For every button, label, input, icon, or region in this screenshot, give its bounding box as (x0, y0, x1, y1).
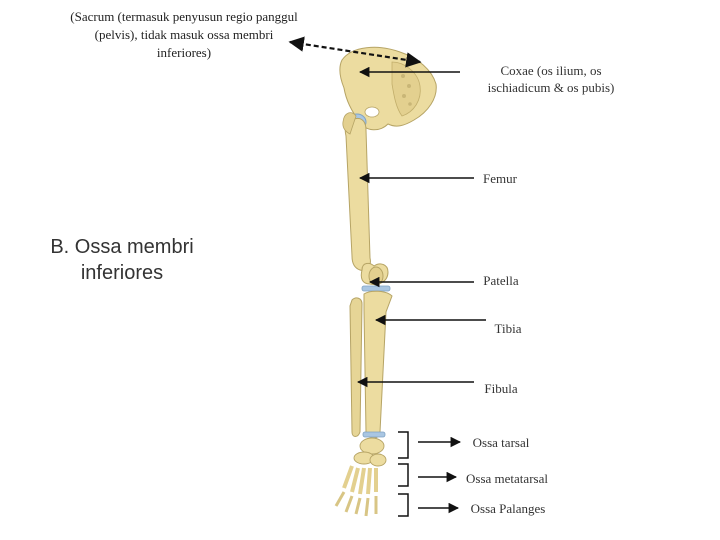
label-coxae: Coxae (os ilium, os ischiadicum & os pub… (487, 63, 615, 95)
ankle-cartilage (362, 431, 386, 438)
tibia-bone (363, 290, 393, 439)
metatarsal-bracket (398, 463, 409, 487)
label-ossa-palanges: Ossa Palanges (470, 501, 546, 516)
femur-bone (342, 112, 389, 285)
label-ossa-metatarsal: Ossa metatarsal (466, 471, 548, 486)
label-femur: Femur (483, 171, 517, 186)
tarsal-bracket (398, 431, 409, 459)
phalanges-bracket (398, 493, 409, 517)
fibula-bone (349, 297, 363, 437)
sacrum-note: (Sacrum (termasuk penyusun regio panggul… (70, 9, 298, 60)
label-fibula: Fibula (484, 381, 518, 396)
sacrum-pointer-arrow (288, 36, 422, 68)
foot-bones (334, 437, 387, 517)
knee-cartilage (361, 285, 391, 292)
label-tibia: Tibia (494, 321, 522, 336)
section-heading: B. Ossa membri inferiores (50, 236, 194, 284)
label-ossa-tarsal: Ossa tarsal (472, 435, 530, 450)
label-patella: Patella (483, 273, 519, 288)
